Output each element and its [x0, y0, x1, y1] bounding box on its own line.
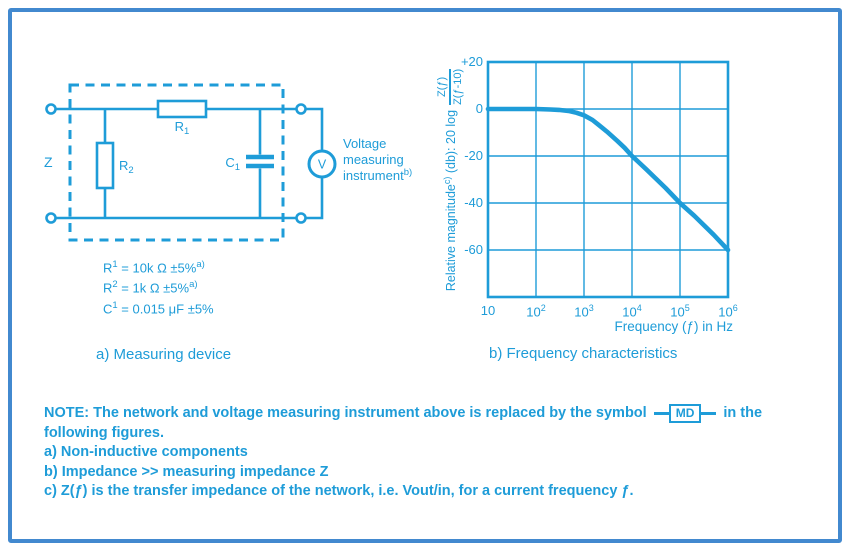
- note-block: NOTE: The network and voltage measuring …: [44, 404, 762, 502]
- network-dashed-boundary: [68, 83, 285, 242]
- instrument-label-line1: Voltage: [343, 136, 386, 151]
- response-curve: [485, 106, 731, 253]
- y-tick-label: -20: [464, 148, 483, 163]
- note-line1-pre: NOTE: The network and voltage measuring …: [44, 405, 647, 421]
- x-tick-label: 103: [574, 303, 594, 320]
- x-tick-label: 10: [480, 303, 496, 318]
- c1-value: C1 = 0.015 μF ±5%: [103, 299, 214, 316]
- voltmeter-wire: [305, 107, 324, 220]
- output-terminal-bottom: [295, 212, 307, 224]
- voltmeter-letter: V: [318, 158, 327, 172]
- x-tick-label: 106: [718, 303, 738, 320]
- fraction-numerator: Z(ƒ): [436, 76, 449, 97]
- x-tick-label: 102: [526, 303, 546, 320]
- input-terminal-bottom: [45, 212, 57, 224]
- note-line-5: c) Z(ƒ) is the transfer impedance of the…: [44, 483, 634, 500]
- component-values: R1 = 10k Ω ±5%a) R2 = 1k Ω ±5%a) C1 = 0.…: [103, 256, 214, 317]
- impedance-z-label: Z: [44, 154, 53, 170]
- caption-frequency-characteristics: b) Frequency characteristics: [489, 345, 678, 362]
- note-line-4: b) Impedance >> measuring impedance Z: [44, 463, 329, 480]
- md-symbol-box: MD: [668, 404, 702, 424]
- chart-y-axis-label: Relative magnitudec) (db): 20 log Z(ƒ) Z…: [428, 52, 472, 308]
- c1-label: C1: [225, 155, 240, 173]
- y-tick-label: -40: [464, 195, 483, 210]
- note-line-1: NOTE: The network and voltage measuring …: [44, 404, 762, 424]
- caption-measuring-device: a) Measuring device: [96, 346, 232, 363]
- r2-value: R2 = 1k Ω ±5%a): [103, 279, 198, 296]
- md-symbol: MD: [653, 404, 717, 424]
- note-line-3: a) Non-inductive components: [44, 444, 248, 461]
- md-symbol-trail-line: [701, 412, 717, 416]
- note-line1-post: in the: [723, 405, 763, 421]
- fraction-denominator: Z(ƒ-10): [451, 68, 464, 105]
- chart-plot-border: [486, 60, 730, 299]
- y-tick-label: +20: [460, 54, 483, 69]
- figure-border-frame: [8, 8, 842, 543]
- output-terminal-top: [295, 103, 307, 115]
- note-line-2: following figures.: [44, 424, 165, 441]
- r1-label: R1: [175, 119, 190, 137]
- r2-label: R2: [119, 158, 134, 176]
- resistor-r1: [156, 99, 208, 119]
- resistor-r2: [95, 141, 115, 190]
- ylabel-fraction: Z(ƒ) Z(ƒ-10): [436, 68, 464, 105]
- input-terminal-top: [45, 103, 57, 115]
- frequency-characteristics-chart: [485, 60, 731, 299]
- fraction-bar: [449, 68, 451, 105]
- measuring-device-schematic: V Z R1 R2 C1 Voltage measuring instrumen…: [44, 83, 412, 242]
- x-tick-label: 105: [670, 303, 690, 320]
- y-tick-label: -60: [464, 242, 483, 257]
- md-symbol-lead-line: [653, 412, 669, 416]
- instrument-label-line2: measuring: [343, 152, 404, 167]
- chart-gridlines: [487, 61, 729, 297]
- instrument-label-line3: instrumentb): [343, 167, 412, 183]
- y-tick-label: 0: [475, 101, 483, 116]
- voltmeter-circle: [307, 149, 337, 179]
- x-tick-label: 104: [622, 303, 642, 320]
- chart-x-axis-label: Frequency (ƒ) in Hz: [614, 319, 733, 334]
- r1-value: R1 = 10k Ω ±5%a): [103, 259, 205, 276]
